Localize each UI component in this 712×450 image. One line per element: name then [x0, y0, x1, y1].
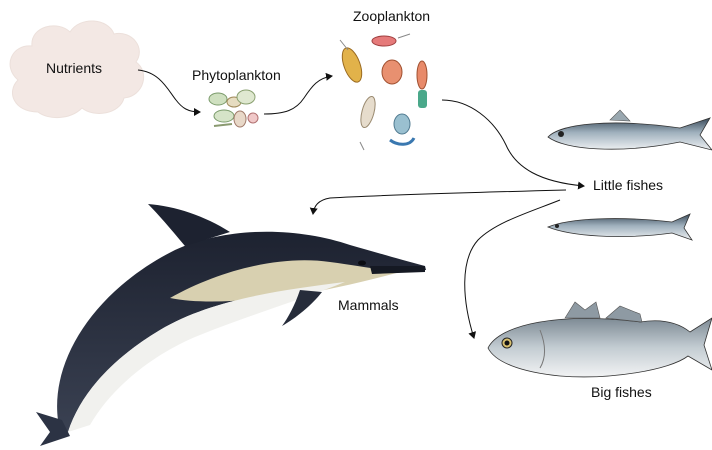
- little-fish-sardine: [548, 110, 712, 150]
- little-fish-anchovy: [548, 214, 692, 240]
- phytoplankton-label: Phytoplankton: [192, 67, 281, 83]
- phytoplankton-illustration: [209, 90, 258, 127]
- arrow-little-fishes-to-mammals: [313, 190, 566, 214]
- arrow-nutrients-to-phytoplankton: [138, 70, 200, 112]
- big-fishes-label: Big fishes: [591, 384, 652, 400]
- zooplankton-label: Zooplankton: [353, 8, 430, 24]
- nutrients-label: Nutrients: [46, 60, 102, 76]
- big-fish-bass: [488, 302, 712, 377]
- dolphin-mammal: [36, 204, 426, 446]
- little-fishes-label: Little fishes: [593, 177, 663, 193]
- arrow-little-fishes-to-big-fishes: [465, 200, 560, 338]
- zooplankton-illustration: [338, 34, 427, 150]
- mammals-label: Mammals: [338, 297, 399, 313]
